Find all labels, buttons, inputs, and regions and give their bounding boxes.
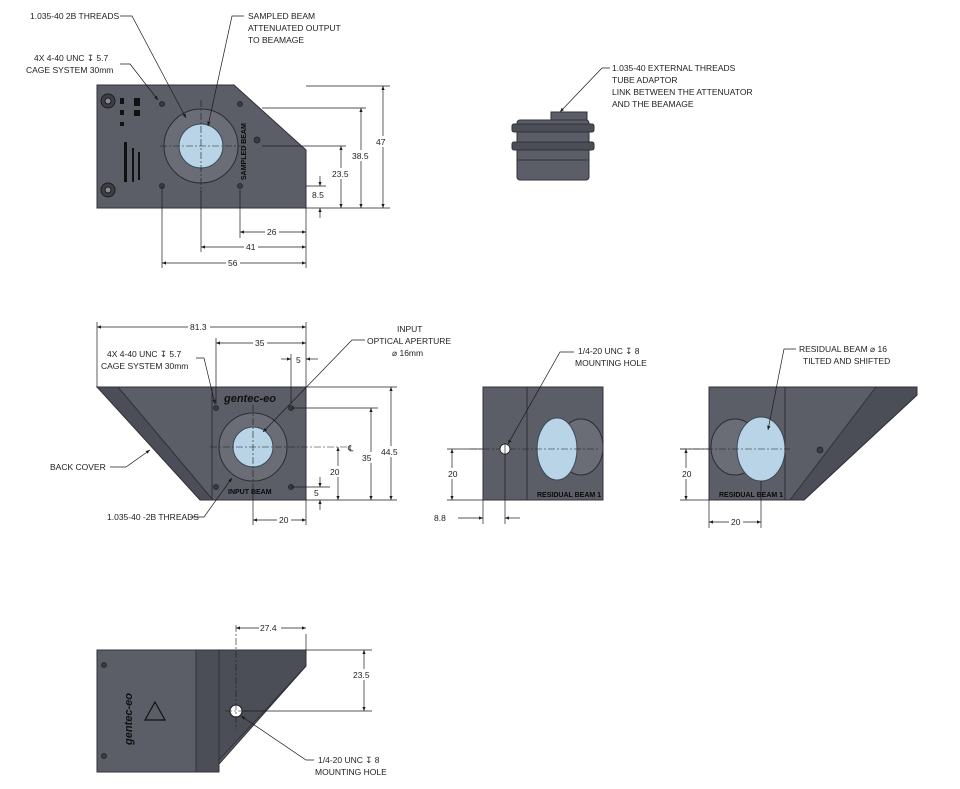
- note-sampled-2: ATTENUATED OUTPUT: [248, 23, 341, 33]
- knob: [104, 97, 112, 105]
- side-note-mount-1: 1/4-20 UNC ↧ 8: [578, 346, 640, 356]
- dim-44-5: 44.5: [381, 447, 398, 457]
- back-cover: [95, 386, 215, 501]
- bottom-note-mount-1: 1/4-20 UNC ↧ 8: [318, 755, 380, 765]
- bottom-dim-27-4: 27.4: [260, 623, 277, 633]
- dim-81-3: 81.3: [190, 322, 207, 332]
- side-dim-20: 20: [448, 469, 458, 479]
- cage-hole: [213, 484, 219, 490]
- residual-view: RESIDUAL BEAM 1 RESIDUAL BEAM ⌀ 16 TILTE…: [680, 344, 918, 528]
- cage-hole: [213, 405, 219, 411]
- bottom-view: gentec-eo 27.4 23.5 1/4-20 UNC ↧ 8 MOUNT…: [96, 623, 387, 777]
- note-cage-2: CAGE SYSTEM 30mm: [26, 65, 113, 75]
- front-note-cage-1: 4X 4-40 UNC ↧ 5.7: [107, 349, 181, 359]
- engraving-residual-beam: RESIDUAL BEAM 1: [537, 492, 601, 499]
- adaptor-thread: [511, 141, 595, 151]
- bottom-brand-logo: gentec-eo: [123, 693, 135, 746]
- bottom-dim-23-5: 23.5: [353, 670, 370, 680]
- input-note-3: ⌀ 16mm: [392, 348, 423, 358]
- dim-35-side: 35: [362, 453, 372, 463]
- adaptor-note-2: TUBE ADAPTOR: [612, 75, 678, 85]
- dim-8-5: 8.5: [312, 190, 324, 200]
- bolt-hole: [101, 753, 107, 759]
- centerline-mark: ℄: [347, 443, 354, 453]
- compliance-marks: [120, 98, 140, 182]
- side-dim-8-8: 8.8: [434, 513, 446, 523]
- adaptor-note-1: 1.035-40 EXTERNAL THREADS: [612, 63, 736, 73]
- dim-41: 41: [246, 242, 256, 252]
- bottom-view-rail: [195, 649, 220, 773]
- bolt-hole: [101, 662, 107, 668]
- tube-adaptor-view: 1.035-40 EXTERNAL THREADS TUBE ADAPTOR L…: [511, 63, 753, 181]
- knob: [104, 186, 112, 194]
- front-view: gentec-eo INPUT BEAM 4X 4-40 UNC ↧ 5.7 C…: [50, 322, 451, 525]
- screw-hole: [816, 446, 824, 454]
- adaptor-note-3: LINK BETWEEN THE ATTENUATOR: [612, 87, 753, 97]
- dim-47: 47: [376, 137, 386, 147]
- laser-warning-icon: [143, 700, 167, 721]
- residual-note-1: RESIDUAL BEAM ⌀ 16: [799, 344, 887, 354]
- cage-hole: [159, 101, 165, 107]
- residual-dim-20-side: 20: [682, 469, 692, 479]
- dim-35-top: 35: [255, 338, 265, 348]
- side-view: RESIDUAL BEAM 1 1/4-20 UNC ↧ 8 MOUNTING …: [434, 346, 647, 524]
- note-sampled-3: TO BEAMAGE: [248, 35, 304, 45]
- side-note-mount-2: MOUNTING HOLE: [575, 358, 647, 368]
- input-note-2: OPTICAL APERTURE: [367, 336, 451, 346]
- note-back-cover: BACK COVER: [50, 462, 106, 472]
- brand-logo: gentec-eo: [223, 393, 276, 405]
- dim-20-side: 20: [330, 467, 340, 477]
- dim-56: 56: [228, 258, 238, 268]
- bottom-note-mount-2: MOUNTING HOLE: [315, 767, 387, 777]
- adaptor-note-4: AND THE BEAMAGE: [612, 99, 694, 109]
- dim-26: 26: [267, 227, 277, 237]
- note-threads: 1.035-40 2B THREADS: [30, 11, 119, 21]
- input-note-1: INPUT: [397, 324, 423, 334]
- top-view: SAMPLED BEAM 1.035-40 2B THREADS SAMPLED…: [26, 11, 392, 268]
- dim-5-top: 5: [296, 355, 301, 365]
- cage-hole: [237, 101, 243, 107]
- front-note-cage-2: CAGE SYSTEM 30mm: [101, 361, 188, 371]
- engraving-sampled-beam: SAMPLED BEAM: [241, 123, 248, 180]
- front-note-threads: 1.035-40 -2B THREADS: [107, 512, 199, 522]
- note-cage-1: 4X 4-40 UNC ↧ 5.7: [34, 53, 108, 63]
- residual-dim-20-bottom: 20: [731, 517, 741, 527]
- bottom-view-bevel: [218, 649, 307, 762]
- dim-38-5: 38.5: [352, 151, 369, 161]
- residual-note-2: TILTED AND SHIFTED: [803, 356, 890, 366]
- dim-23-5: 23.5: [332, 169, 349, 179]
- screw-hole: [253, 136, 261, 144]
- note-sampled-1: SAMPLED BEAM: [248, 11, 315, 21]
- residual-view-bevel: [788, 386, 918, 501]
- cage-hole: [237, 183, 243, 189]
- engraving-input-beam: INPUT BEAM: [228, 489, 272, 496]
- dim-5-low: 5: [314, 488, 319, 498]
- adaptor-thread: [511, 123, 595, 133]
- engraving-residual-beam-2: RESIDUAL BEAM 1: [719, 492, 783, 499]
- dim-20-bottom: 20: [279, 515, 289, 525]
